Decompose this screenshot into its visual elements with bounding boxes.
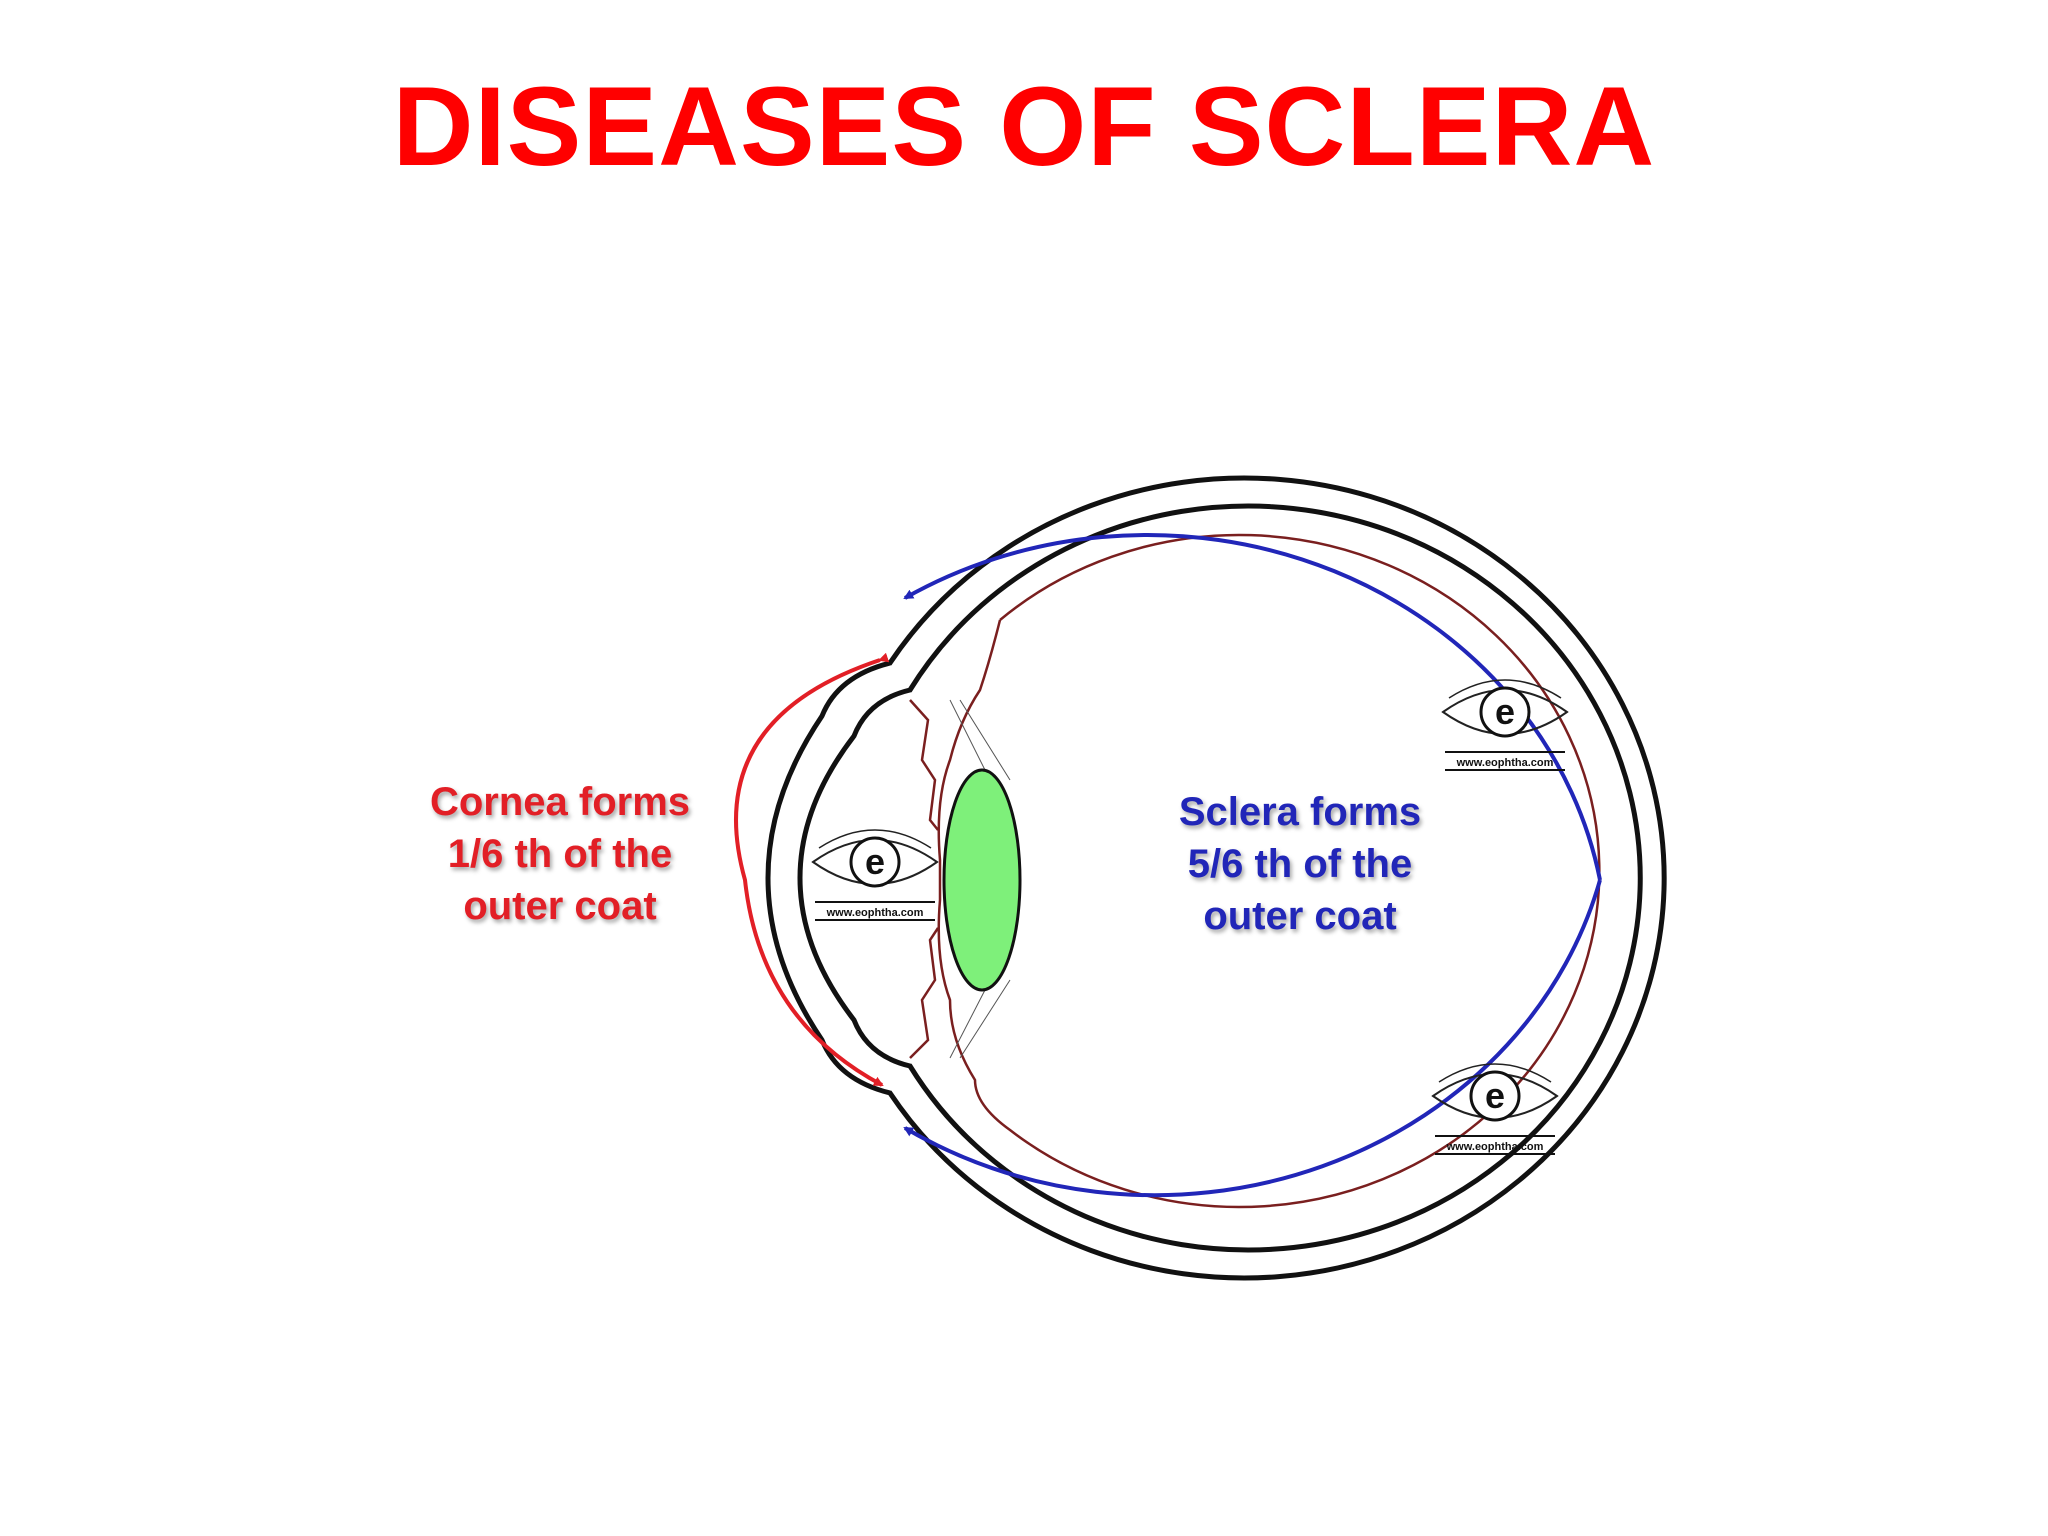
watermark-site-top-right: www.eophtha.com	[1456, 757, 1554, 769]
cornea-label-line: outer coat	[463, 884, 657, 928]
sclera-label-line: 5/6 th of the	[1187, 842, 1413, 886]
cornea-arrow	[734, 652, 890, 1087]
sclera-arrow-lower	[903, 879, 1602, 1198]
slide-title: DISEASES OF SCLERA	[392, 64, 1656, 189]
watermark-logo-left: www.eophtha.com	[811, 828, 939, 922]
sclera-label-line: Sclera forms	[1178, 790, 1422, 834]
sclera-label-line: outer coat	[1203, 894, 1397, 938]
choroid-line	[937, 533, 1601, 1209]
sclera-arrow-upper	[903, 533, 1602, 881]
sclera-label: Sclera forms 5/6 th of the outer coat	[1110, 786, 1490, 942]
sclera-inner-line	[797, 503, 1643, 1253]
watermark-site-bottom-right: www.eophtha.com	[1446, 1141, 1544, 1153]
watermark-logo-bottom-right: www.eophtha.com	[1431, 1062, 1559, 1156]
cornea-label-line: Cornea forms	[429, 780, 691, 824]
lens	[942, 768, 1022, 992]
ciliary-body-lower	[909, 927, 940, 1059]
sclera-outer-line	[765, 475, 1667, 1281]
watermark-logo-top-right: www.eophtha.com	[1441, 678, 1569, 772]
cornea-label: Cornea forms 1/6 th of the outer coat	[380, 776, 740, 932]
ciliary-body-upper	[909, 699, 939, 831]
zonules	[949, 699, 1011, 1059]
watermark-site-left: www.eophtha.com	[826, 907, 924, 919]
cornea-label-line: 1/6 th of the	[447, 832, 673, 876]
